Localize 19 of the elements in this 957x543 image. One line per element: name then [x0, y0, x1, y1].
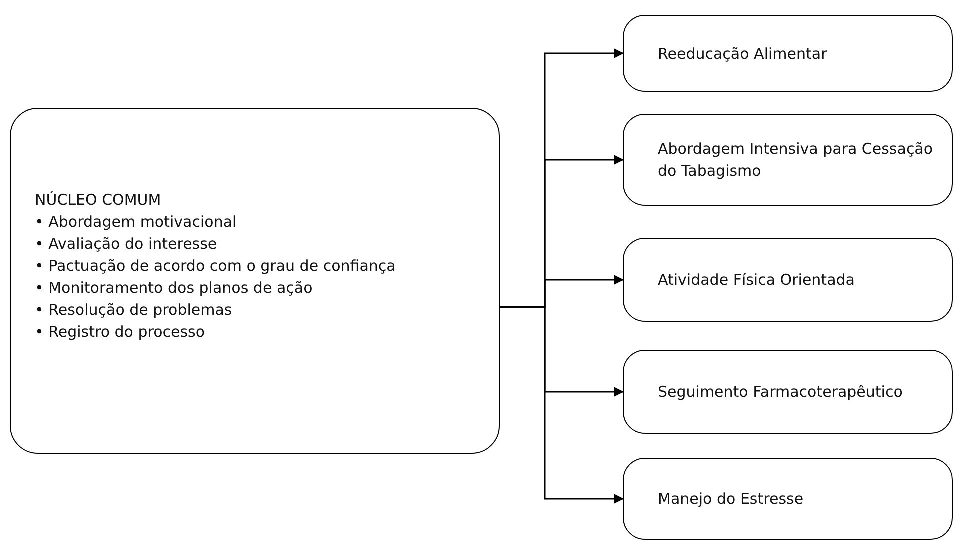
bullet-item: • Avaliação do interesse [35, 234, 218, 255]
bullet-item: • Monitoramento dos planos de ação [35, 278, 314, 299]
module-box [623, 350, 953, 434]
module-box [623, 114, 953, 206]
box-label: Abordagem Intensiva para Cessação do Tabagismo [658, 139, 934, 182]
box-label: Seguimento Farmacoterapêutico [658, 382, 904, 403]
box-heading: NÚCLEO COMUM [35, 190, 162, 211]
connector-arrow [500, 306, 624, 504]
bullet-item: • Resolução de problemas [35, 300, 234, 321]
bullet-item: • Pactuação de acordo com o grau de confiança [35, 256, 397, 277]
module-box [623, 15, 953, 92]
box-label: Reeducação Alimentar [658, 44, 828, 64]
bullet-item: • Registro do processo [35, 322, 206, 343]
module-box [623, 238, 953, 322]
bullet-item: • Abordagem motivacional [35, 212, 238, 233]
module-box [623, 458, 953, 540]
box-label: Manejo do Estresse [658, 489, 805, 510]
box-label: Atividade Física Orientada [658, 270, 856, 291]
core-box [10, 108, 500, 454]
